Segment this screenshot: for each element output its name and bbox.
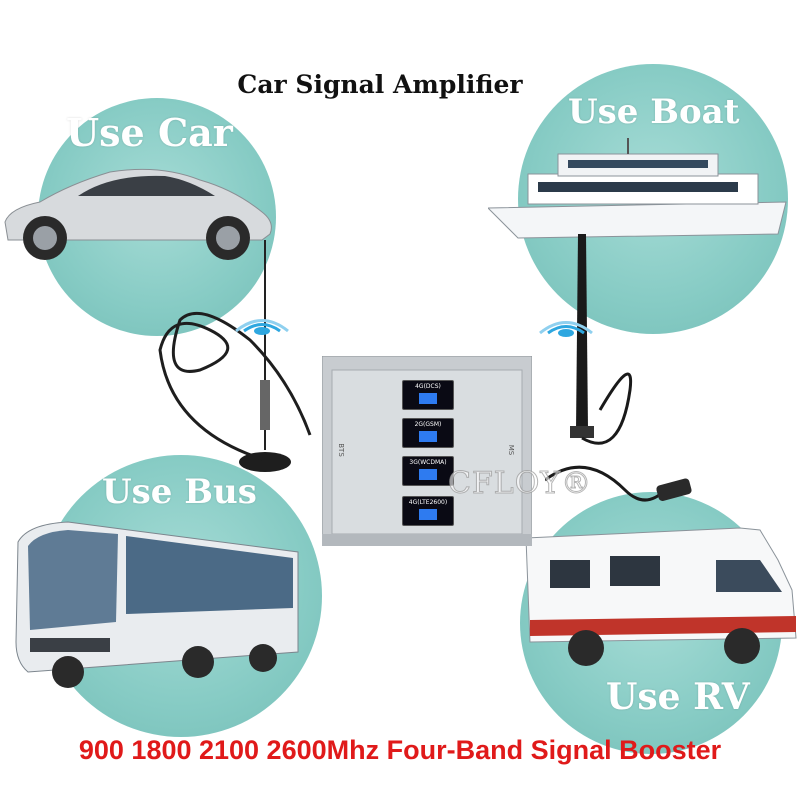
product-tagline: 900 1800 2100 2600Mhz Four-Band Signal B… xyxy=(78,735,722,765)
bus-image xyxy=(15,521,299,688)
bts-port-label: BTS xyxy=(336,443,345,457)
boat-image xyxy=(488,138,787,239)
band-indicator-4g-dcs: 4G(DCS) xyxy=(402,380,454,410)
use-bus-label: Use Bus xyxy=(102,472,257,512)
wifi-wave-icon xyxy=(235,319,289,335)
rv-image xyxy=(525,527,797,666)
led-icon xyxy=(419,431,437,442)
ms-port-label: MS xyxy=(507,444,516,456)
led-icon xyxy=(419,469,437,480)
page-title: Car Signal Amplifier xyxy=(237,70,523,99)
brand-watermark: CFLOY® xyxy=(447,466,593,502)
led-icon xyxy=(419,393,437,404)
led-icon xyxy=(419,509,437,520)
use-boat-label: Use Boat xyxy=(568,92,740,132)
car-antenna xyxy=(158,240,312,472)
signal-booster-device: 4G(DCS) 2G(GSM) 3G(WCDMA) 4G(LTE2600) BT… xyxy=(322,356,532,546)
car-image xyxy=(4,168,272,260)
use-car-label: Use Car xyxy=(66,110,233,155)
power-cable xyxy=(545,465,692,502)
band-indicator-4g-lte: 4G(LTE2600) xyxy=(402,496,454,526)
wifi-wave-icon xyxy=(539,321,593,337)
band-indicator-3g-wcdma: 3G(WCDMA) xyxy=(402,456,454,486)
band-indicator-2g-gsm: 2G(GSM) xyxy=(402,418,454,448)
use-rv-label: Use RV xyxy=(606,676,750,718)
